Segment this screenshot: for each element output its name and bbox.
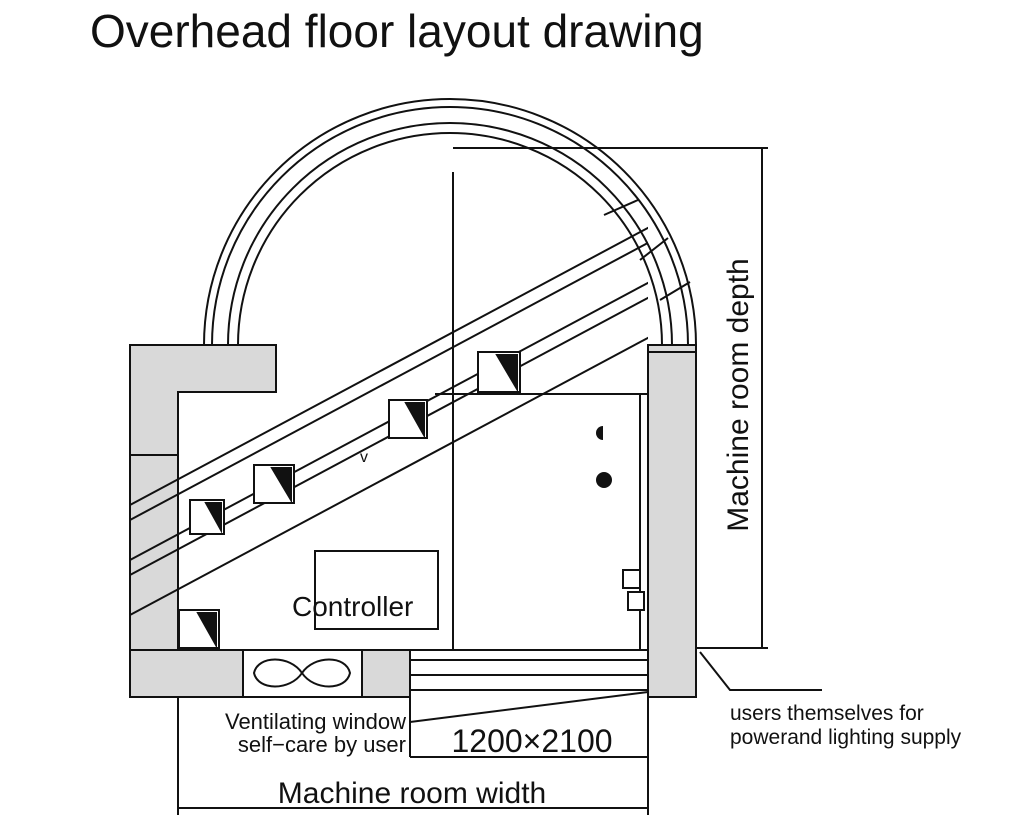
arc-inner bbox=[237, 132, 663, 346]
width-dimension bbox=[177, 691, 649, 815]
arc-3 bbox=[227, 122, 673, 346]
pulley-symbols bbox=[178, 351, 521, 649]
fan-icon bbox=[252, 658, 352, 688]
pulley-4 bbox=[477, 351, 521, 393]
overhead-arcs bbox=[203, 98, 697, 346]
arc-rope-crossings bbox=[603, 199, 691, 301]
width-label: Machine room width bbox=[278, 777, 546, 810]
ventilating-window bbox=[242, 649, 363, 698]
power-caption-line2: powerand lighting supply bbox=[730, 726, 962, 749]
mark-small-box-2 bbox=[627, 591, 645, 611]
power-leader-line bbox=[699, 651, 822, 691]
arc-2 bbox=[211, 106, 689, 346]
platform-marks bbox=[596, 426, 645, 611]
controller-box bbox=[314, 550, 439, 630]
power-caption-line1: users themselves for bbox=[730, 702, 924, 725]
door-opening-lines bbox=[410, 649, 648, 691]
arc-outer bbox=[203, 98, 697, 346]
mark-small-box-1 bbox=[622, 569, 641, 589]
vent-caption-line1: Ventilating window bbox=[225, 709, 406, 734]
pulley-2 bbox=[253, 464, 295, 504]
left-wall-bottom-segment bbox=[129, 649, 244, 698]
right-wall bbox=[647, 344, 697, 698]
walls bbox=[129, 344, 697, 698]
pulley-3 bbox=[388, 399, 428, 439]
mark-dot bbox=[596, 472, 612, 488]
depth-dimension bbox=[453, 147, 768, 649]
pulley-1 bbox=[189, 499, 225, 535]
depth-label: Machine room depth bbox=[722, 258, 755, 532]
small-mark-label: v bbox=[360, 449, 368, 466]
interior-lines bbox=[435, 172, 648, 650]
diagram-title: Overhead floor layout drawing bbox=[90, 5, 704, 57]
controller-label: Controller bbox=[292, 591, 413, 622]
bottom-wall-right-of-vent bbox=[361, 649, 411, 698]
vent-caption-line2: self−care by user bbox=[238, 732, 406, 757]
door-size-label: 1200×2100 bbox=[451, 723, 612, 759]
pulley-5 bbox=[178, 609, 220, 649]
